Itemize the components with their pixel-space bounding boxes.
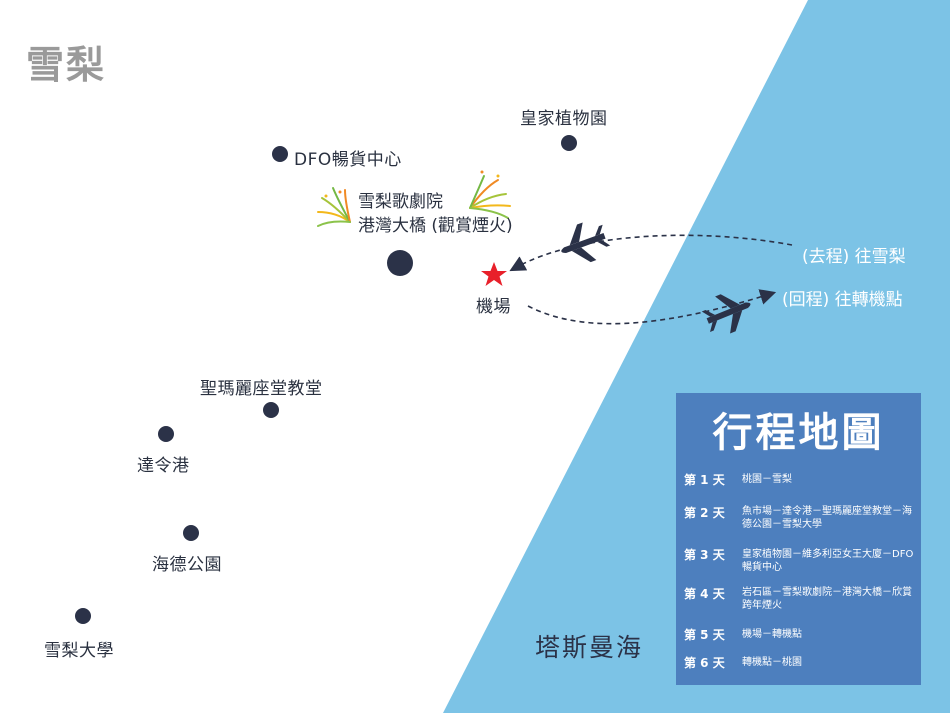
itinerary-day-label: 第 4 天	[684, 587, 725, 601]
return-airplane-icon	[701, 294, 751, 334]
city-name: 雪梨	[26, 43, 107, 87]
label-st-marys: 聖瑪麗座堂教堂	[200, 379, 323, 399]
marker-st-marys	[263, 402, 279, 418]
label-dfo: DFO暢貨中心	[294, 150, 402, 170]
marker-hyde-park	[183, 525, 199, 541]
itinerary-day-label: 第 5 天	[684, 628, 725, 642]
outbound-route-line	[509, 234, 793, 272]
itinerary-day-desc: 桃園－雪梨	[742, 474, 792, 485]
label-airport: 機場	[476, 297, 511, 317]
itinerary-day-desc: 皇家植物園－維多利亞女王大廈－DFO暢貨中心	[742, 549, 914, 573]
label-outbound-route: (去程) 往雪梨	[802, 247, 906, 267]
marker-darling-harbour	[158, 426, 174, 442]
itinerary-day-label: 第 3 天	[684, 548, 725, 562]
label-tasman-sea: 塔斯曼海	[535, 633, 644, 662]
marker-dfo	[272, 146, 288, 162]
itinerary-day-desc: 機場－轉機點	[742, 629, 802, 640]
label-opera-bridge: 雪梨歌劇院 港灣大橋 (觀賞煙火)	[358, 190, 513, 238]
itinerary-day-label: 第 6 天	[684, 656, 725, 670]
marker-sydney-uni	[75, 608, 91, 624]
itinerary-panel: 行程地圖 第 1 天 桃園－雪梨 第 2 天 魚市場－達令港－聖瑪麗座堂教堂－海…	[676, 393, 921, 685]
airport-star-icon	[481, 262, 507, 286]
marker-botanic-garden	[561, 135, 577, 151]
label-hyde-park: 海德公園	[152, 555, 222, 575]
outbound-airplane-icon	[561, 222, 611, 263]
label-return-route: (回程) 往轉機點	[782, 290, 903, 310]
itinerary-day-desc: 魚市場－達令港－聖瑪麗座堂教堂－海德公園－雪梨大學	[742, 506, 912, 530]
itinerary-day-desc: 岩石區－雪梨歌劇院－港灣大橋－欣賞跨年煙火	[742, 587, 912, 611]
fireworks-right-icon	[469, 170, 511, 219]
label-darling-harbour: 達令港	[137, 456, 190, 476]
itinerary-title: 行程地圖	[712, 410, 885, 456]
itinerary-day-label: 第 2 天	[684, 506, 725, 520]
label-harbour-bridge: 港灣大橋 (觀賞煙火)	[358, 216, 513, 236]
label-opera-house: 雪梨歌劇院	[358, 192, 443, 212]
fireworks-left-icon	[317, 187, 351, 227]
label-sydney-uni: 雪梨大學	[44, 641, 114, 661]
itinerary-day-desc: 轉機點－桃園	[742, 657, 802, 668]
label-botanic-garden: 皇家植物園	[520, 109, 608, 129]
itinerary-day-label: 第 1 天	[684, 473, 725, 487]
marker-opera-bridge	[387, 250, 413, 276]
